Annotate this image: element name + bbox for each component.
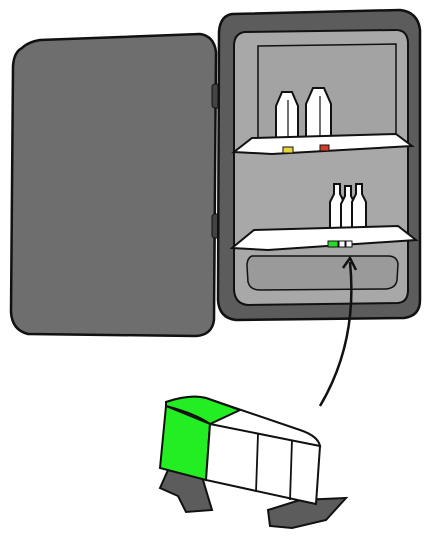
product-box: [158, 395, 349, 530]
fridge-cabinet: [216, 8, 422, 322]
lower-shelf-group: [229, 183, 419, 252]
label-yellow: [282, 146, 294, 154]
label-white-1: [338, 240, 346, 248]
label-white-2: [345, 240, 353, 248]
fridge-door: [9, 32, 221, 338]
label-red: [319, 144, 330, 152]
upper-shelf: [231, 132, 415, 156]
cabinet-lower-well: [246, 255, 399, 291]
lower-shelf: [229, 224, 419, 252]
arrow-shaft: [318, 261, 353, 407]
box-divider-1: [255, 433, 259, 493]
label-green: [327, 240, 339, 248]
arrow-head: [341, 255, 358, 271]
arrow-icon: [318, 255, 358, 407]
door-panel: [9, 32, 218, 338]
upper-shelf-group: [231, 87, 415, 156]
box-green-top: [165, 395, 243, 426]
box-divider-2: [289, 439, 293, 501]
